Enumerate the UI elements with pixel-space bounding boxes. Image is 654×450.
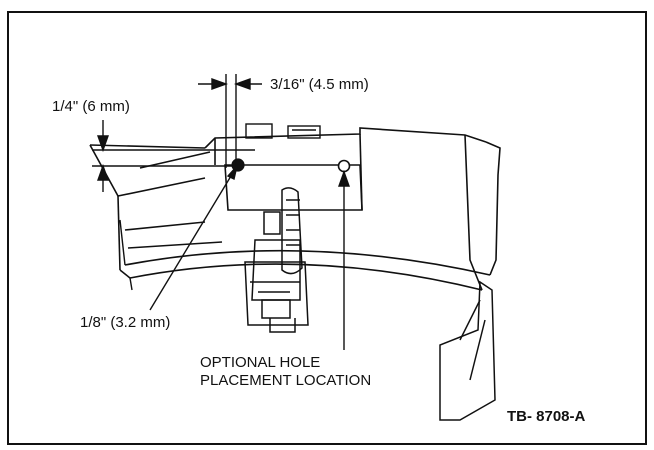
- top-mount-tabs: [245, 123, 321, 139]
- label-optional-hole-line1: OPTIONAL HOLE: [200, 354, 320, 371]
- dimension-3-16: [198, 74, 262, 168]
- figure-id-label: TB- 8708-A: [507, 408, 586, 425]
- left-flange: [119, 219, 133, 291]
- label-left-dimension: 1/4" (6 mm): [52, 98, 130, 115]
- drill-hole-optional: [337, 159, 351, 173]
- label-top-dimension: 3/16" (4.5 mm): [270, 76, 369, 93]
- label-hole-diameter: 1/8" (3.2 mm): [80, 314, 170, 331]
- right-bracket: [439, 280, 496, 421]
- leader-optional-hole: [338, 169, 350, 350]
- cover-housing: [89, 127, 501, 291]
- leader-hole-diameter: [149, 163, 239, 311]
- dimension-1-4: [92, 120, 255, 192]
- figure-border: [7, 11, 647, 445]
- label-optional-hole-line2: PLACEMENT LOCATION: [200, 372, 371, 389]
- motor-assembly: [244, 187, 309, 333]
